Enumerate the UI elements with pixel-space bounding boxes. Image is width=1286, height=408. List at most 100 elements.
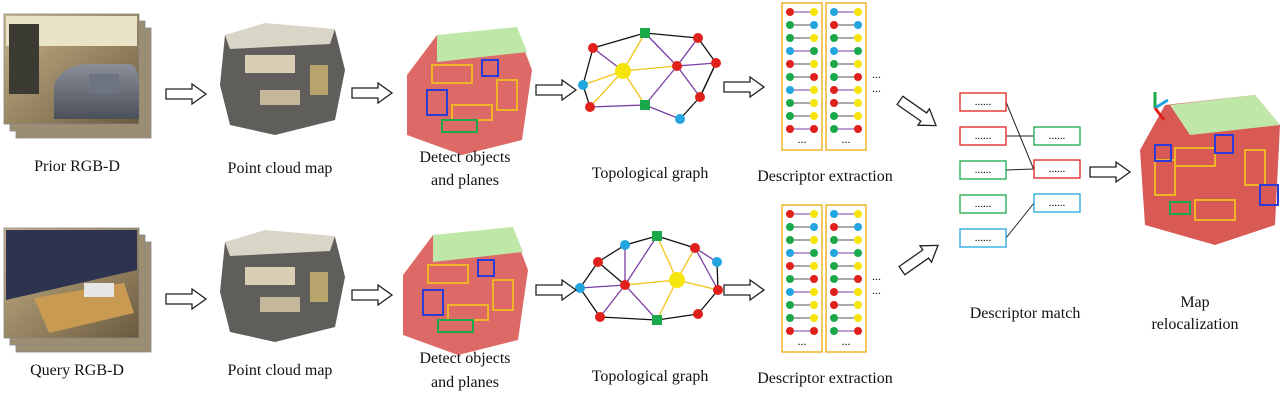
graph-node <box>713 285 723 295</box>
graph-edge <box>656 235 678 281</box>
object-box <box>1169 201 1191 215</box>
label-map-reloc-2: relocalization <box>1151 316 1239 333</box>
descriptor-node <box>786 314 794 322</box>
graph-edge <box>624 235 658 286</box>
descriptor-node <box>854 125 862 133</box>
descriptor-extraction-bottom: ............ <box>781 204 881 353</box>
descriptor-node <box>854 288 862 296</box>
descriptor-node <box>786 288 794 296</box>
graph-node <box>588 43 598 53</box>
descriptor-node <box>830 60 838 68</box>
ellipsis-dots: ... <box>872 269 881 283</box>
descriptor-node <box>830 125 838 133</box>
descriptor-node <box>786 112 794 120</box>
graph-edge <box>589 70 624 108</box>
arrow-graph-to-descriptor-top <box>723 75 766 99</box>
graph-edge <box>599 284 626 318</box>
wall-points <box>225 23 335 49</box>
label-detect-top-2: and planes <box>431 172 499 189</box>
graph-edge <box>644 104 681 120</box>
ellipsis-dots: ... <box>872 67 881 81</box>
label-descriptor-extraction-bottom: Descriptor extraction <box>757 370 893 387</box>
graph-node <box>652 315 662 325</box>
descriptor-node <box>830 112 838 120</box>
descriptor-node <box>830 288 838 296</box>
descriptor-match: ........................................… <box>959 92 1081 248</box>
match-dots: ...... <box>1049 130 1066 142</box>
label-descriptor-extraction-top: Descriptor extraction <box>757 168 893 185</box>
floor-plane <box>1140 95 1280 245</box>
graph-node <box>711 58 721 68</box>
object-box <box>1244 149 1266 186</box>
sofa-points <box>245 55 295 73</box>
match-dots: ...... <box>975 198 992 210</box>
descriptor-node <box>854 86 862 94</box>
descriptor-node <box>810 327 818 335</box>
ellipsis-dots: ... <box>872 81 881 95</box>
ellipsis-dots: ... <box>842 334 851 348</box>
descriptor-node <box>786 86 794 94</box>
object-box <box>477 259 495 277</box>
match-box-left <box>959 92 1007 112</box>
match-dots: ...... <box>975 232 992 244</box>
wall-points <box>225 230 335 256</box>
descriptor-node <box>854 8 862 16</box>
arrow-match-to-relocalization <box>1089 160 1132 184</box>
graph-edge <box>589 104 646 108</box>
graph-edge <box>624 279 678 286</box>
arrow-detect-to-graph-bottom <box>535 278 578 302</box>
descriptor-node <box>786 60 794 68</box>
descriptor-node <box>854 275 862 283</box>
descriptor-node <box>830 301 838 309</box>
descriptor-node <box>854 210 862 218</box>
map-relocalization <box>1140 92 1280 245</box>
graph-node <box>620 280 630 290</box>
descriptor-node <box>786 327 794 335</box>
descriptor-node <box>810 99 818 107</box>
chair-points <box>310 65 328 95</box>
descriptor-node <box>854 112 862 120</box>
graph-node <box>640 100 650 110</box>
descriptor-column <box>781 2 823 151</box>
wall-plane <box>437 27 527 62</box>
graph-edge <box>592 32 646 49</box>
graph-edge <box>697 289 719 315</box>
graph-node <box>640 28 650 38</box>
point-cloud-map-top <box>220 23 345 135</box>
match-dots: ...... <box>975 164 992 176</box>
graph-node <box>593 257 603 267</box>
graph-node <box>652 231 662 241</box>
descriptor-node <box>854 223 862 231</box>
label-point-cloud-map-top: Point cloud map <box>227 160 333 177</box>
graph-node <box>693 309 703 319</box>
descriptor-node <box>810 223 818 231</box>
graph-edge <box>624 284 658 321</box>
descriptor-node <box>786 34 794 42</box>
descriptor-node <box>810 34 818 42</box>
graph-node <box>669 272 685 288</box>
object-box <box>422 289 444 316</box>
descriptor-node <box>810 86 818 94</box>
descriptor-node <box>786 275 794 283</box>
graph-edge <box>697 37 717 64</box>
descriptor-node <box>810 301 818 309</box>
object-box <box>481 59 499 77</box>
graph-node <box>585 102 595 112</box>
label-detect-bottom-2: and planes <box>431 374 499 391</box>
descriptor-extraction-top: ............ <box>781 2 881 151</box>
descriptor-node <box>830 210 838 218</box>
arrow-rgbd-to-cloud-top <box>165 82 208 106</box>
label-topological-graph-bottom: Topological graph <box>591 368 709 385</box>
graph-edge <box>644 32 699 39</box>
descriptor-node <box>854 327 862 335</box>
graph-edge <box>624 235 658 246</box>
descriptor-node <box>854 99 862 107</box>
descriptor-node <box>786 8 794 16</box>
descriptor-node <box>810 314 818 322</box>
descriptor-node <box>786 236 794 244</box>
descriptor-node <box>830 275 838 283</box>
descriptor-node <box>810 288 818 296</box>
graph-edge <box>676 65 701 98</box>
graph-edge <box>676 62 717 67</box>
match-box-left <box>959 160 1007 180</box>
